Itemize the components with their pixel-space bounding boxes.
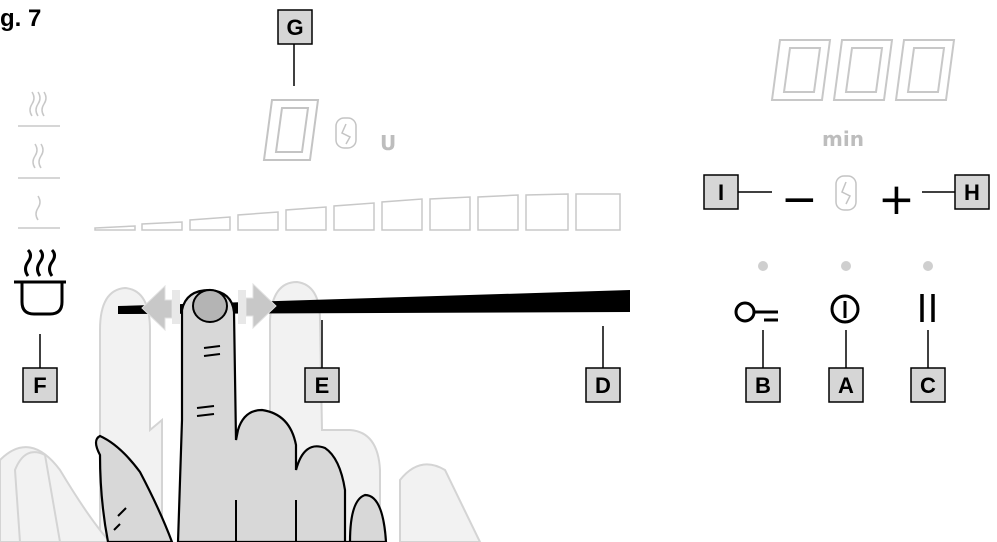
- svg-text:D: D: [595, 373, 611, 398]
- svg-text:B: B: [755, 373, 771, 398]
- callout-E: E: [304, 367, 340, 403]
- callout-leaders: [39, 44, 955, 368]
- callout-A: A: [828, 367, 864, 403]
- minus-button[interactable]: −: [781, 174, 818, 225]
- callout-G: G: [277, 9, 313, 45]
- callout-H: H: [954, 174, 990, 210]
- slide-arrows: [141, 282, 277, 332]
- timer-icon: [335, 117, 357, 149]
- callout-F: F: [22, 367, 58, 403]
- callout-D: D: [585, 367, 621, 403]
- callout-B: B: [745, 367, 781, 403]
- fingertip-icon: [192, 289, 228, 323]
- callout-C: C: [910, 367, 946, 403]
- svg-text:G: G: [286, 15, 303, 40]
- timer-digits: [770, 39, 956, 101]
- callout-I: I: [703, 174, 739, 210]
- svg-text:C: C: [920, 373, 936, 398]
- svg-text:H: H: [964, 180, 980, 205]
- timer-unit: min: [822, 127, 864, 151]
- keep-warm-pot-icon[interactable]: [14, 248, 66, 316]
- timer-control-icon[interactable]: [835, 175, 857, 211]
- plus-button[interactable]: +: [878, 174, 915, 225]
- svg-text:E: E: [315, 373, 330, 398]
- svg-text:A: A: [838, 373, 854, 398]
- heat-indicators: [18, 91, 60, 229]
- unit-letter: U: [380, 131, 396, 155]
- power-level-bars: [94, 193, 621, 231]
- figure-label: g. 7: [0, 5, 41, 32]
- lock-key-icon[interactable]: [734, 301, 778, 323]
- status-leds: [758, 261, 933, 271]
- level-digit-display: [262, 99, 320, 161]
- heat-wave-icon: [29, 91, 35, 117]
- svg-text:I: I: [718, 180, 724, 205]
- svg-text:F: F: [33, 373, 46, 398]
- power-icon[interactable]: [830, 294, 860, 324]
- pause-icon[interactable]: [920, 294, 935, 322]
